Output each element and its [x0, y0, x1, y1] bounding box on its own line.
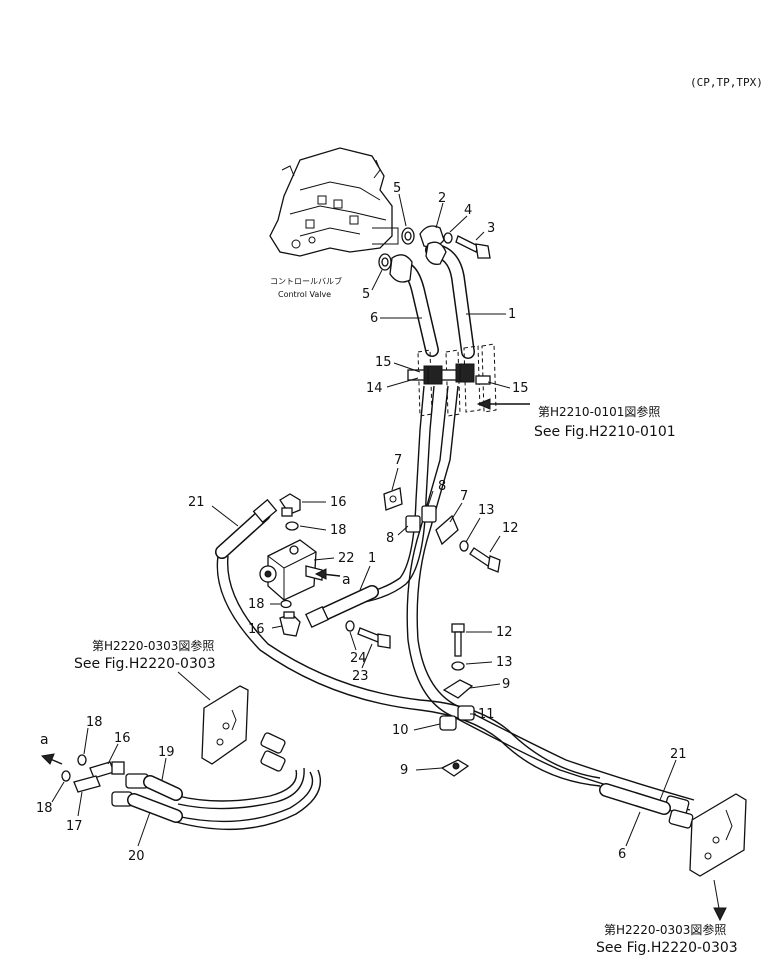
o-ring-18-upper: [285, 521, 299, 531]
washer-24: [345, 620, 355, 632]
arrow-label-a-center: a: [342, 572, 351, 588]
callout-8-left: 8: [386, 531, 394, 546]
hose-19-fitting: [125, 773, 183, 801]
washer-4: [443, 232, 453, 244]
callout-8-right: 8: [438, 479, 446, 494]
ref2-en: See Fig.H2220-0303: [74, 656, 216, 672]
ref1-jp: 第H2210-0101図参照: [538, 404, 660, 419]
control-valve: [269, 147, 399, 257]
callout-21-lower: 21: [670, 747, 687, 762]
control-valve-label-jp: コントロールバルブ: [270, 276, 342, 286]
callout-9-upper: 9: [502, 677, 510, 692]
callout-7-left: 7: [394, 453, 402, 468]
hose-6-upper: [389, 254, 439, 357]
hose-19: [177, 767, 305, 810]
arrow-label-a-left: a: [40, 732, 49, 748]
callout-16-left: 16: [114, 731, 131, 746]
leader-lines: [40, 193, 727, 922]
hose-21: [215, 498, 601, 787]
callout-15-left: 15: [375, 355, 392, 370]
adapter-17: [73, 775, 101, 793]
control-valve-label-en: Control Valve: [278, 290, 331, 299]
callout-13-lower: 13: [496, 655, 513, 670]
bolt-12a: [469, 547, 501, 573]
callout-6-lower: 6: [618, 847, 626, 862]
hose-6-lower: [406, 385, 695, 811]
callout-5-upper: 5: [393, 181, 401, 196]
callout-18-lower: 18: [248, 597, 265, 612]
ref2-jp: 第H2220-0303図参照: [92, 638, 214, 653]
ref3-en: See Fig.H2220-0303: [596, 940, 738, 956]
callout-4: 4: [464, 203, 472, 218]
callout-23: 23: [352, 669, 369, 684]
o-ring-18-lower: [280, 599, 292, 609]
bracket-left: [201, 685, 249, 765]
clip-7-left: [383, 487, 403, 511]
washer-13a: [459, 540, 469, 552]
ref3-jp: 第H2220-0303図参照: [604, 922, 726, 937]
callout-1-upper: 1: [508, 307, 516, 322]
callout-12-upper: 12: [502, 521, 519, 536]
elbow-16-lower: [279, 611, 301, 637]
callout-10: 10: [392, 723, 409, 738]
hose-20-fitting: [111, 791, 183, 823]
callout-17: 17: [66, 819, 83, 834]
callout-12-lower: 12: [496, 625, 513, 640]
fittings-left: [260, 732, 286, 772]
callout-3: 3: [487, 221, 495, 236]
callout-9-lower: 9: [400, 763, 408, 778]
bolt-15: [475, 375, 491, 385]
adapter-16-left: [89, 761, 125, 779]
clip-9-upper: [442, 679, 474, 699]
clip-8-left: [405, 515, 421, 533]
callout-13-upper: 13: [478, 503, 495, 518]
model-code: (CP,TP,TPX): [690, 76, 763, 89]
callout-18-left-lower: 18: [36, 801, 53, 816]
o-ring-18-left-lower: [61, 770, 71, 782]
bolt-12b: [451, 623, 465, 657]
o-ring-5-lower: [378, 253, 392, 271]
callout-7-right: 7: [460, 489, 468, 504]
callout-2: 2: [438, 191, 446, 206]
hose-1-fitting: [305, 585, 379, 629]
callout-16-upper: 16: [330, 495, 347, 510]
callout-1-lower: 1: [368, 551, 376, 566]
washer-13b: [451, 661, 465, 671]
hose-6-right-end: [599, 783, 671, 815]
clamp-11: [457, 705, 475, 721]
callout-11: 11: [478, 707, 495, 722]
callout-21-upper: 21: [188, 495, 205, 510]
callout-19: 19: [158, 745, 175, 760]
bolt-23: [357, 627, 391, 649]
callout-16-lower: 16: [248, 622, 265, 637]
callout-18-upper: 18: [330, 523, 347, 538]
callout-14: 14: [366, 381, 383, 396]
clamp-10: [439, 715, 457, 731]
o-ring-18-left-upper: [77, 754, 87, 766]
clip-9-lower: [440, 759, 470, 777]
callout-24: 24: [350, 651, 367, 666]
ref1-en: See Fig.H2210-0101: [534, 424, 676, 440]
callout-22: 22: [338, 551, 355, 566]
elbow-16-upper: [279, 493, 301, 517]
valve-block-22: [259, 539, 323, 601]
clamp-14: [407, 363, 475, 385]
fittings-right: [664, 795, 694, 829]
callout-20: 20: [128, 849, 145, 864]
o-ring-5-upper: [401, 227, 415, 245]
clip-7-right: [435, 514, 459, 546]
callout-15-right: 15: [512, 381, 529, 396]
callout-18-left-upper: 18: [86, 715, 103, 730]
bolt-3: [455, 235, 491, 259]
hose-20: [175, 769, 322, 831]
clip-8-right: [421, 505, 437, 523]
hose-1-upper: [425, 241, 475, 359]
callout-5-lower: 5: [362, 287, 370, 302]
callout-6-upper: 6: [370, 311, 378, 326]
bracket-right: [689, 793, 747, 877]
